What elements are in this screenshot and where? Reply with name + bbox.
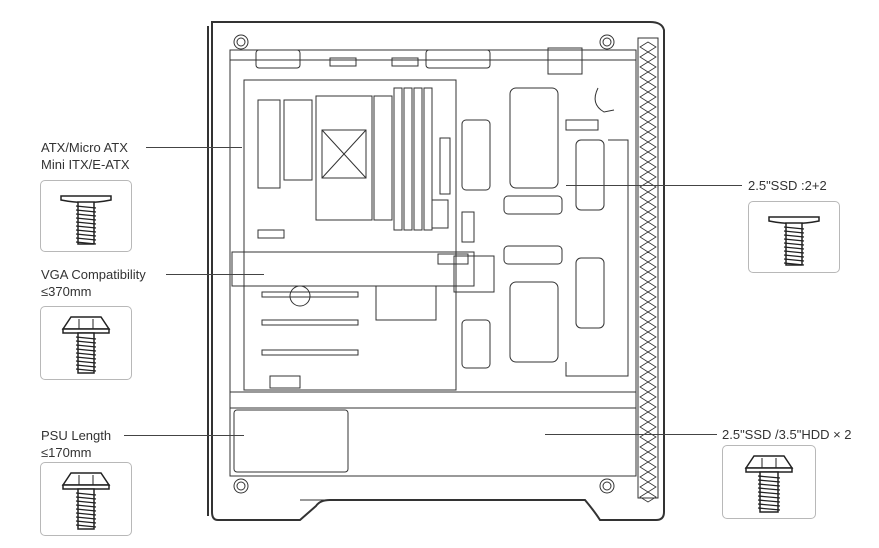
ssd-screw-icon bbox=[768, 216, 820, 266]
psu-length-label: PSU Length ≤170mm bbox=[41, 427, 111, 461]
psu-label-line2: ≤170mm bbox=[41, 445, 92, 460]
psu-screw-box bbox=[40, 462, 132, 536]
ssd-label-text: 2.5"SSD :2+2 bbox=[748, 178, 827, 193]
vga-screw-icon bbox=[61, 316, 111, 374]
ssd-leader-line bbox=[566, 185, 742, 186]
hdd-screw-icon bbox=[744, 455, 794, 513]
ssd-screw-box bbox=[748, 201, 840, 273]
vga-label-line2: ≤370mm bbox=[41, 284, 92, 299]
motherboard-screw-box bbox=[40, 180, 132, 252]
hdd-support-label: 2.5"SSD /3.5"HDD × 2 bbox=[722, 426, 852, 443]
motherboard-support-label: ATX/Micro ATX Mini ITX/E-ATX bbox=[41, 139, 130, 173]
vga-leader-line bbox=[166, 274, 264, 275]
motherboard-label-line1: ATX/Micro ATX bbox=[41, 140, 128, 155]
ssd-support-label: 2.5"SSD :2+2 bbox=[748, 177, 827, 194]
psu-screw-icon bbox=[61, 472, 111, 530]
psu-label-line1: PSU Length bbox=[41, 428, 112, 443]
hdd-label-text: 2.5"SSD /3.5"HDD × 2 bbox=[722, 427, 852, 442]
hdd-screw-box bbox=[722, 445, 816, 519]
vga-compatibility-label: VGA Compatibility ≤370mm bbox=[41, 266, 146, 300]
motherboard-label-line2: Mini ITX/E-ATX bbox=[41, 157, 130, 172]
motherboard-screw-icon bbox=[60, 195, 112, 245]
motherboard-leader-line bbox=[146, 147, 242, 148]
hdd-leader-line bbox=[545, 434, 717, 435]
corner-screw-icon bbox=[233, 34, 615, 494]
vga-label-line1: VGA Compatibility bbox=[41, 267, 146, 282]
psu-leader-line bbox=[124, 435, 244, 436]
vga-screw-box bbox=[40, 306, 132, 380]
